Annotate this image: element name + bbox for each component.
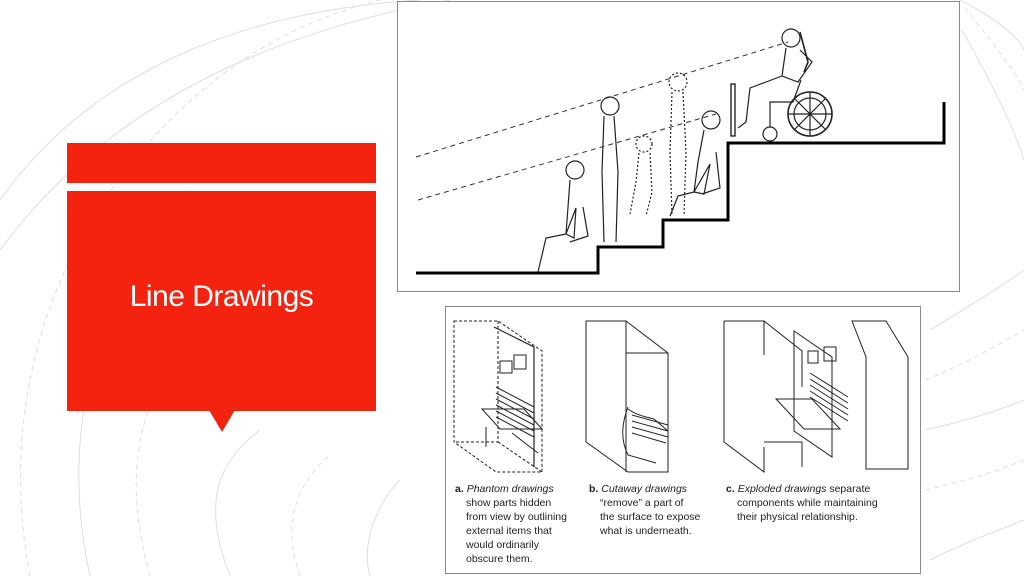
caption-line: from view by outlining	[466, 511, 567, 523]
seating-sightline-drawing	[415, 28, 946, 275]
caption-line: external items that	[466, 525, 552, 537]
caption-line: their physical relationship.	[737, 511, 858, 523]
drawing-types-figure: a. Phantom drawings show parts hidden fr…	[445, 306, 921, 574]
wheelchair-user	[737, 28, 833, 142]
cutaway-drawing-illustration	[585, 320, 669, 473]
caption-line: components while maintaining	[737, 497, 878, 509]
title-panel-pointer	[209, 410, 235, 432]
sightline-lower	[417, 113, 717, 201]
caption-line: show parts hidden	[466, 497, 552, 509]
seating-sightline-figure	[397, 1, 960, 292]
caption-line: the surface to expose	[600, 511, 701, 523]
standing-person	[600, 96, 620, 243]
caption-exploded: c. Exploded drawings separate components…	[726, 482, 878, 524]
caption-line: obscure them.	[466, 553, 533, 565]
caption-letter: b.	[589, 483, 599, 495]
caption-line: “remove” a part of	[600, 497, 684, 509]
caption-term: Exploded drawings	[737, 483, 827, 495]
phantom-standing-person	[629, 72, 688, 217]
title-panel	[67, 191, 376, 411]
slide-title: Line Drawings	[129, 280, 314, 313]
stair-profile	[416, 102, 946, 275]
caption-line: what is underneath.	[600, 525, 692, 537]
title-accent-bar	[67, 143, 376, 183]
caption-letter: c.	[726, 483, 735, 495]
caption-letter: a.	[455, 483, 464, 495]
caption-phantom: a. Phantom drawings show parts hidden fr…	[455, 482, 567, 566]
drawing-types-illustrations	[453, 320, 909, 473]
phantom-drawing-illustration	[453, 320, 544, 473]
caption-term: Phantom drawings	[466, 483, 554, 495]
seated-person-2	[669, 110, 721, 217]
seated-person-1	[537, 160, 589, 273]
caption-cutaway: b. Cutaway drawings “remove” a part of t…	[589, 482, 700, 538]
caption-term-suffix: separate	[826, 483, 871, 495]
sightline-upper	[415, 41, 789, 158]
caption-line: would ordinarily	[466, 539, 539, 551]
caption-term: Cutaway drawings	[601, 483, 688, 495]
exploded-drawing-illustration	[723, 320, 909, 473]
